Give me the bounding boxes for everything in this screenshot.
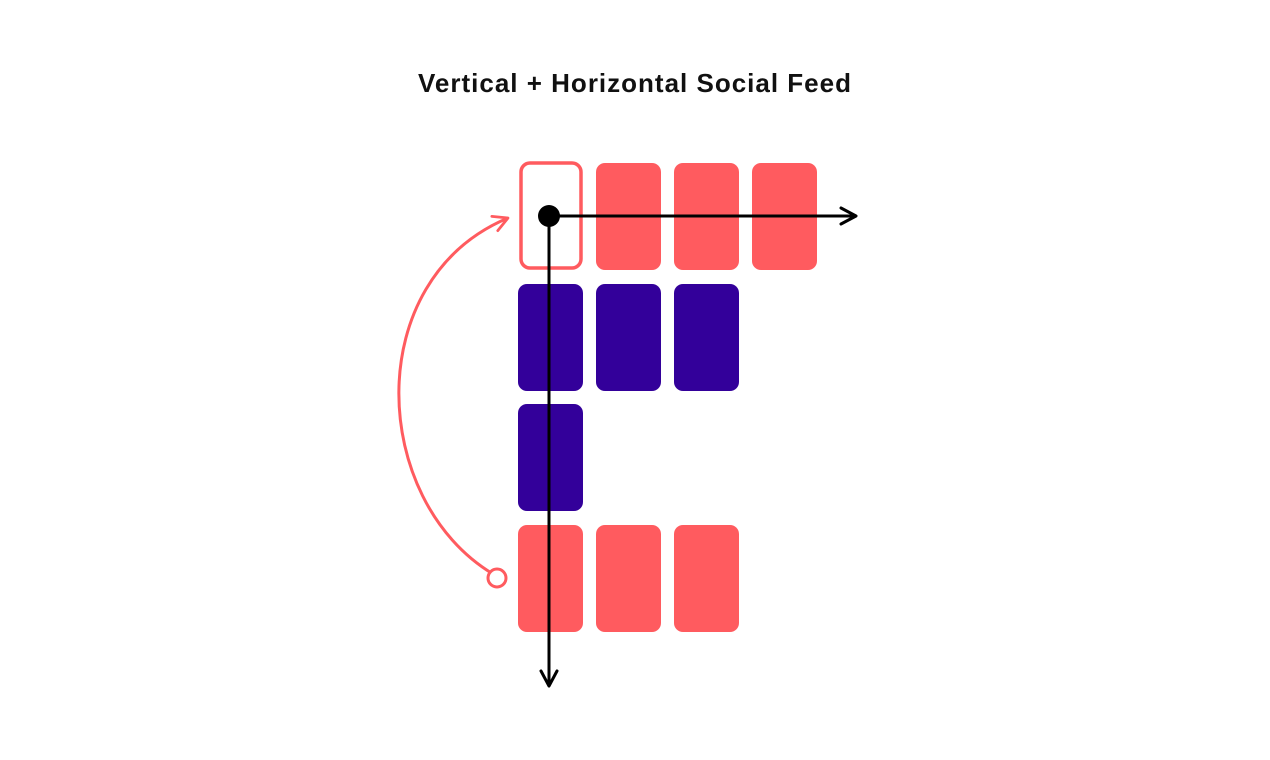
- row4-card: [596, 525, 661, 632]
- row2-card: [674, 284, 739, 391]
- origin-dot: [538, 205, 560, 227]
- curve-start-dot: [486, 567, 508, 589]
- row4-card: [674, 525, 739, 632]
- curved-return-arrow: [397, 215, 510, 576]
- row2-card: [596, 284, 661, 391]
- diagram-title: Vertical + Horizontal Social Feed: [418, 68, 852, 98]
